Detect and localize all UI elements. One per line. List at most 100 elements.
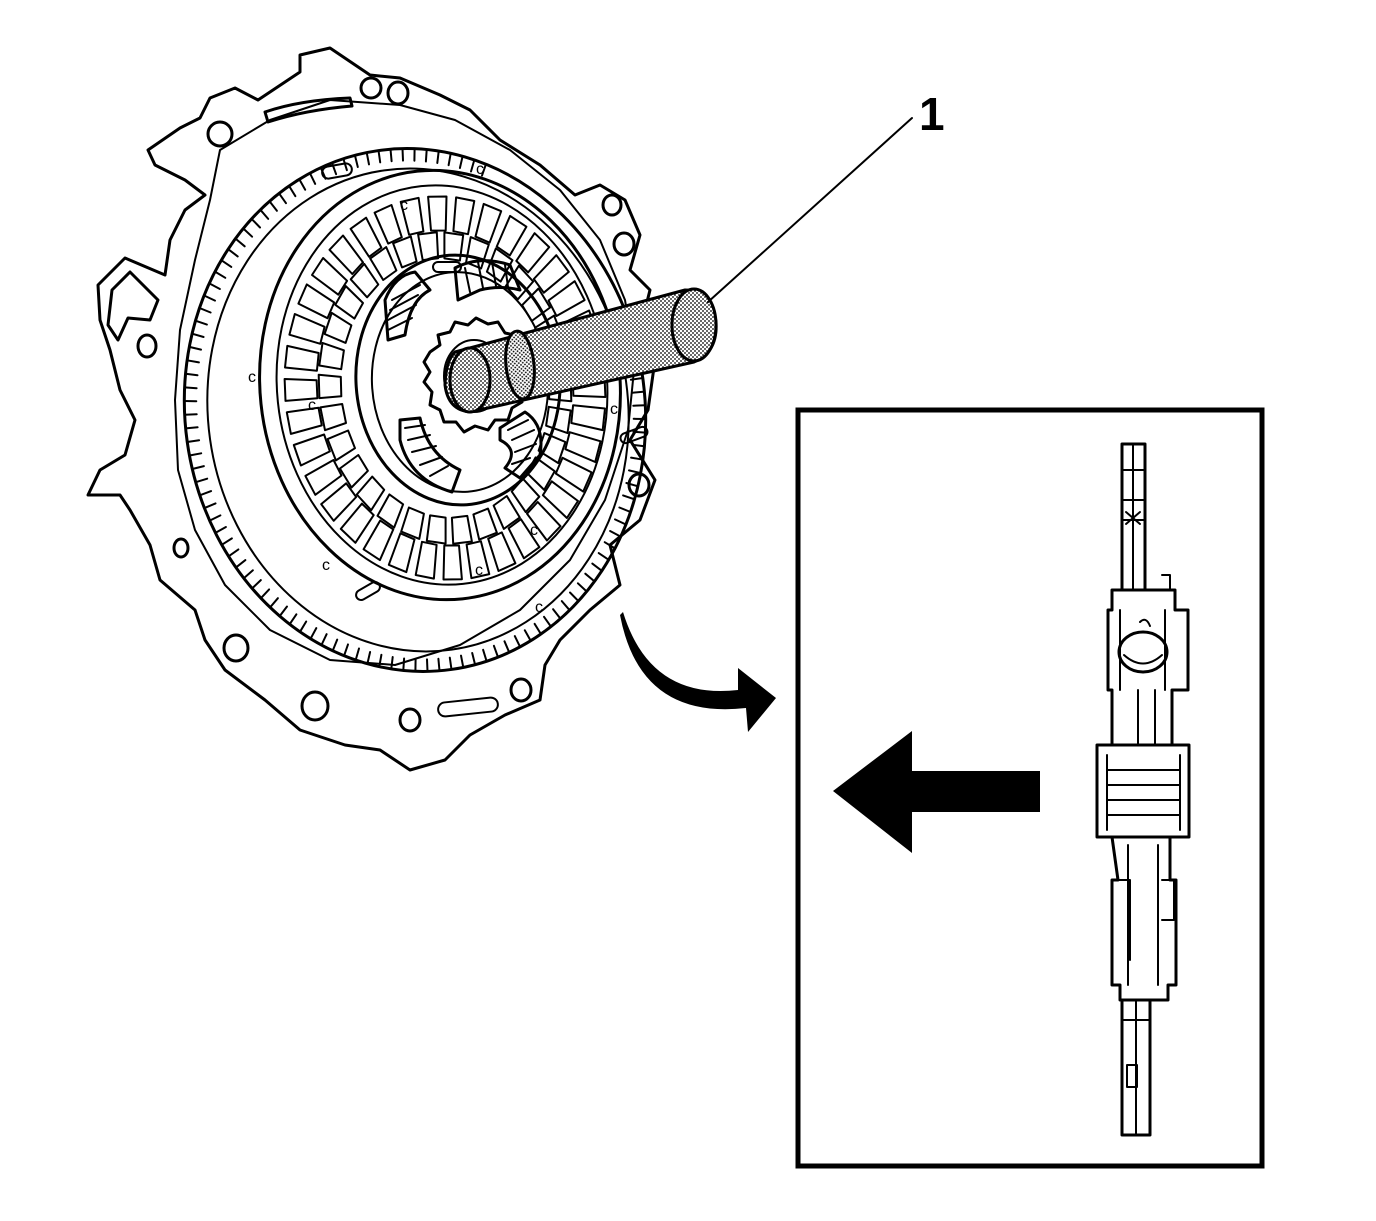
gear-tooth [365, 151, 370, 166]
callout-leader-line [707, 117, 913, 303]
gear-tooth [220, 537, 233, 546]
ring-gear-outer [182, 147, 648, 673]
clutch-segment [362, 519, 395, 562]
clutch-segment [472, 507, 498, 541]
gear-tooth [447, 152, 452, 167]
gear-tooth [214, 526, 227, 534]
gear-tooth [470, 159, 476, 173]
clutch-segment [320, 482, 358, 522]
svg-text:c: c [475, 562, 483, 579]
svg-text:c: c [400, 197, 408, 214]
gear-tooth [186, 359, 200, 364]
gear-tooth [242, 227, 254, 238]
gear-tooth [269, 597, 279, 609]
clutch-segment [400, 506, 425, 540]
svg-text:c: c [248, 369, 256, 386]
gear-tooth [609, 530, 622, 538]
gear-tooth [513, 635, 522, 648]
clutch-segment [326, 429, 356, 462]
gear-tooth [614, 518, 627, 526]
gear-tooth [482, 648, 488, 663]
gear-tooth [184, 426, 199, 430]
installer-tool [443, 287, 718, 414]
gear-tooth [354, 647, 360, 661]
gear-tooth [460, 654, 465, 669]
gear-tooth [390, 656, 394, 670]
gear-tooth [448, 656, 453, 671]
tool-collar [504, 329, 536, 401]
gear-tooth [630, 456, 644, 461]
clutch-segment [318, 341, 345, 371]
clutch-segment [541, 480, 579, 519]
clutch-segment [376, 493, 405, 529]
clutch-segment [339, 502, 375, 544]
clutch-segment [564, 431, 602, 463]
gear-tooth [191, 332, 205, 338]
gear-tooth [618, 506, 632, 513]
gear-tooth [631, 390, 646, 394]
clutch-segment [288, 313, 326, 345]
cross-section-view [1095, 442, 1191, 1137]
clutch-segment [284, 344, 320, 372]
gear-tooth [523, 629, 532, 642]
clutch-segment [292, 433, 331, 467]
gear-tooth [343, 643, 349, 657]
gear-tooth [389, 148, 393, 163]
gear-tooth [426, 658, 429, 673]
gear-tooth [227, 548, 240, 558]
gear-tooth [543, 615, 552, 628]
gear-tooth [584, 572, 596, 583]
clutch-segment [338, 454, 369, 489]
gear-tooth [198, 307, 212, 314]
clutch-segment [285, 406, 323, 435]
svg-text:c: c [322, 557, 330, 574]
clutch-segment [425, 514, 447, 545]
svg-text:c: c [610, 401, 618, 418]
spring-packs [383, 259, 543, 494]
gear-tooth [576, 582, 588, 593]
clutch-segment [414, 540, 438, 580]
clutch-segment [328, 234, 364, 275]
gear-tooth [259, 588, 271, 600]
gear-tooth [191, 465, 205, 470]
gear-tooth [366, 651, 372, 665]
clutch-segment [504, 264, 535, 301]
gear-tooth [597, 552, 610, 561]
gear-tooth [437, 657, 441, 672]
clutch-segment [452, 196, 476, 236]
clutch-segment [387, 532, 416, 574]
gear-tooth [603, 541, 616, 550]
housing-inner-ridge [174, 99, 636, 666]
gear-tooth [208, 282, 221, 290]
clutch-segment [417, 231, 440, 262]
curved-arrow-to-detail [620, 612, 776, 732]
clutch-segment [515, 232, 551, 274]
gear-tooth [242, 569, 254, 580]
clutch-segment [570, 404, 606, 432]
clutch-segment [450, 514, 473, 545]
gear-tooth [503, 640, 511, 654]
gear-tooth [288, 185, 297, 198]
clutch-segment [442, 544, 463, 581]
gear-tooth [331, 638, 339, 652]
gear-tooth [214, 270, 227, 279]
clutch-segment [349, 262, 380, 299]
gear-tooth [194, 319, 208, 326]
gear-tooth [220, 259, 233, 268]
gear-tooth [298, 178, 307, 191]
gear-tooth [250, 217, 261, 229]
gear-tooth [203, 502, 217, 510]
gear-tooth [188, 452, 203, 457]
gear-tooth [481, 163, 487, 177]
gear-tooth [299, 620, 308, 633]
gear-tooth [188, 345, 202, 351]
direction-arrow-left [833, 731, 1040, 853]
gear-tooth [591, 562, 603, 572]
ring-gear-teeth [183, 147, 647, 673]
clutch-segment [465, 236, 490, 270]
gear-tooth [424, 148, 428, 163]
clutch-segment [323, 311, 353, 344]
clutch-segment [510, 477, 541, 514]
clutch-segment [369, 246, 398, 281]
